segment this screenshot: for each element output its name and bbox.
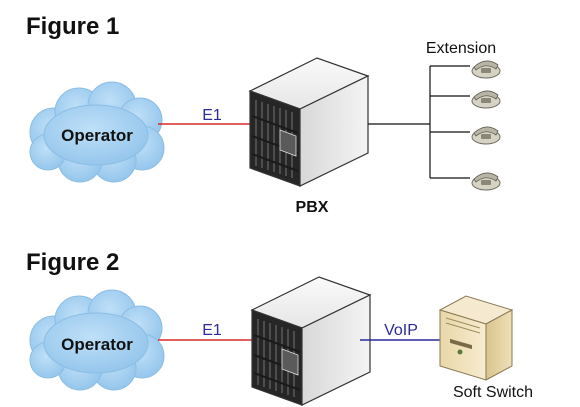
extension-phone-1	[471, 60, 501, 79]
figure2-pbx-server	[251, 276, 371, 406]
extension-phone-3	[471, 126, 501, 145]
extension-phone-2	[471, 90, 501, 109]
figure2-cloud-label: Operator	[61, 335, 133, 354]
soft-switch-server	[438, 295, 514, 381]
figure2-voip-label: VoIP	[384, 322, 418, 339]
figure1-extension-label: Extension	[426, 40, 496, 57]
figure2-operator-cloud: Operator	[29, 289, 165, 391]
figure1-operator-cloud: Operator	[29, 81, 165, 183]
figure2-title: Figure 2	[26, 249, 119, 276]
extension-phone-4	[471, 172, 501, 191]
figure2-e1-label: E1	[202, 322, 222, 339]
figure1-pbx-label: PBX	[296, 199, 329, 216]
figure1-pbx-server	[249, 57, 369, 187]
figure1-title: Figure 1	[26, 13, 119, 40]
figure1-cloud-label: Operator	[61, 126, 133, 145]
soft-switch-label: Soft Switch	[453, 384, 533, 401]
figure1-e1-label: E1	[202, 107, 222, 124]
figure1-extension-tree	[368, 65, 470, 179]
